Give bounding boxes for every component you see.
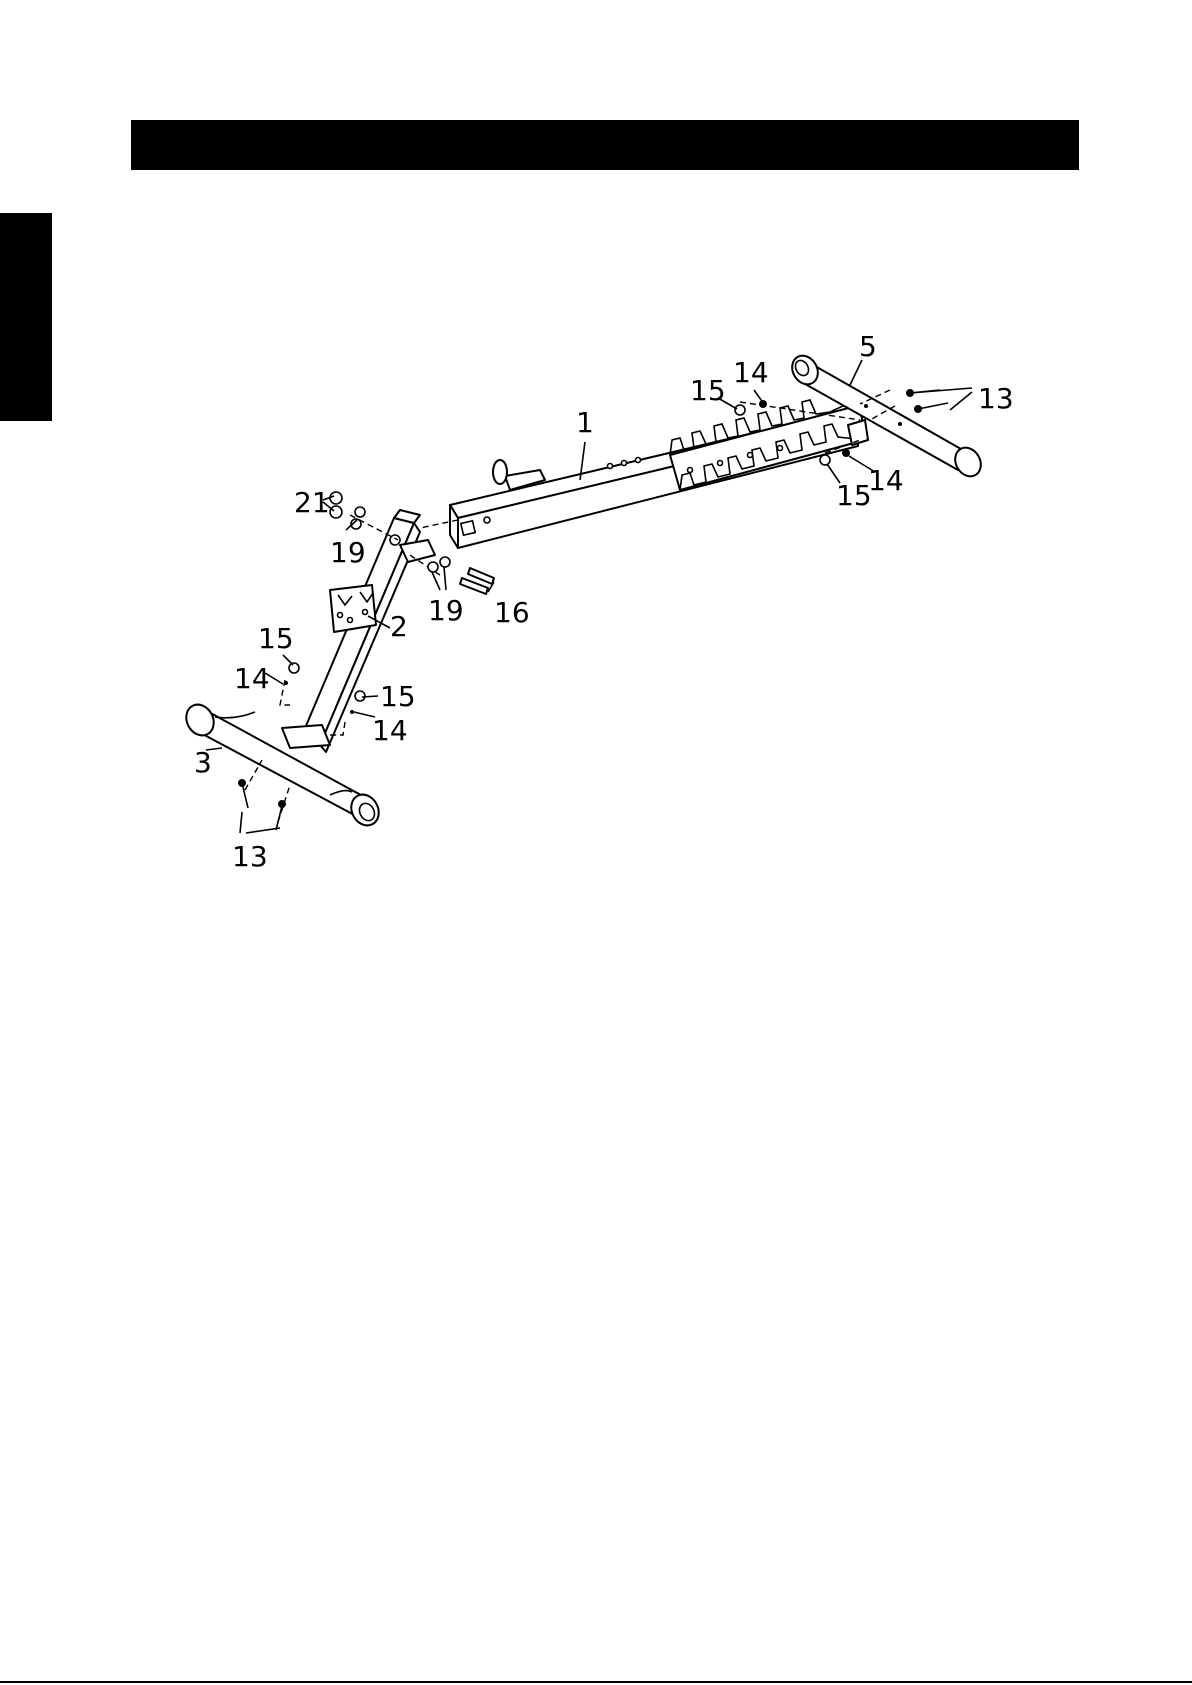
callout-part-15-top: 15	[690, 374, 726, 407]
main-rail-part-1	[450, 400, 868, 548]
callout-part-15-right: 15	[836, 479, 872, 512]
callout-part-1: 1	[576, 406, 594, 439]
callout-part-15-left-a: 15	[258, 622, 294, 655]
callout-part-14-top: 14	[733, 356, 769, 389]
callout-part-2: 2	[390, 610, 408, 643]
callout-part-15-left-b: 15	[380, 680, 416, 713]
callout-part-5: 5	[859, 330, 877, 363]
callout-part-21: 21	[294, 486, 330, 519]
callout-part-13-left: 13	[232, 840, 268, 873]
callout-part-16: 16	[494, 596, 530, 629]
callout-part-3: 3	[194, 746, 212, 779]
bottom-rule-line	[0, 1681, 1192, 1683]
callout-part-19-a: 19	[330, 536, 366, 569]
callout-part-14-left-b: 14	[372, 714, 408, 747]
callout-part-19-b: 19	[428, 594, 464, 627]
callout-part-14-left-a: 14	[234, 662, 270, 695]
callout-part-13-right: 13	[978, 382, 1014, 415]
callout-part-14-right: 14	[868, 464, 904, 497]
